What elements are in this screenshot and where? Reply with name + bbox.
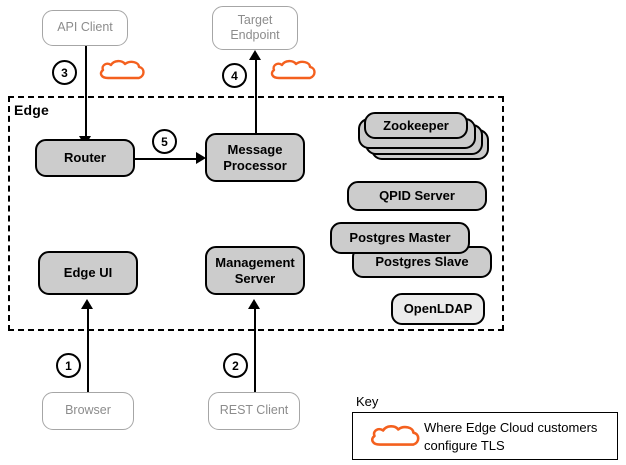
cloud-icon-legend (371, 425, 420, 446)
badge-step-2-label: 2 (232, 358, 239, 373)
arrowhead-management-server-in (248, 299, 260, 309)
badge-step-3-label: 3 (61, 65, 68, 80)
node-zookeeper-label: Zookeeper (383, 117, 449, 133)
node-browser[interactable]: Browser (42, 392, 134, 430)
arrowhead-edge-ui-in (81, 299, 93, 309)
badge-step-5-label: 5 (161, 134, 168, 149)
arrowhead-target-endpoint-in (249, 50, 261, 60)
key-legend-text: Where Edge Cloud customers configure TLS (424, 420, 598, 453)
node-router-label: Router (64, 150, 106, 166)
cloud-icon-step-4 (270, 59, 316, 80)
node-rest-client-label: REST Client (219, 403, 289, 418)
badge-step-2: 2 (223, 353, 248, 378)
node-target-endpoint-label: Target Endpoint (230, 12, 280, 42)
arrowhead-message-processor-in (196, 152, 206, 164)
badge-step-5: 5 (152, 129, 177, 154)
node-postgres-master-label: Postgres Master (349, 230, 451, 246)
node-edge-ui[interactable]: Edge UI (38, 251, 138, 295)
connector-rest-client-to-management-server (254, 306, 256, 392)
node-management-server-label: Management Server (215, 254, 295, 286)
node-zookeeper[interactable]: Zookeeper (364, 112, 468, 139)
node-qpid-server-label: QPID Server (379, 188, 455, 204)
key-box (352, 412, 618, 460)
node-message-processor-label: Message Processor (223, 141, 287, 173)
node-management-server[interactable]: Management Server (205, 246, 305, 295)
badge-step-1-label: 1 (65, 358, 72, 373)
node-router[interactable]: Router (35, 139, 135, 177)
cloud-icon-step-3 (99, 59, 145, 80)
node-rest-client[interactable]: REST Client (208, 392, 300, 430)
connector-message-processor-to-target-endpoint (255, 57, 257, 146)
node-postgres-master[interactable]: Postgres Master (330, 222, 470, 254)
node-target-endpoint[interactable]: Target Endpoint (212, 6, 298, 50)
node-openldap[interactable]: OpenLDAP (391, 293, 485, 325)
connector-router-to-message-processor (135, 158, 199, 160)
node-postgres-slave-label: Postgres Slave (375, 254, 469, 270)
edge-boundary-label: Edge (14, 102, 50, 118)
node-browser-label: Browser (65, 403, 111, 418)
key-title: Key (356, 394, 379, 409)
badge-step-3: 3 (52, 60, 77, 85)
badge-step-1: 1 (56, 353, 81, 378)
node-api-client[interactable]: API Client (42, 10, 128, 46)
node-openldap-label: OpenLDAP (403, 301, 473, 317)
connector-browser-to-edge-ui (87, 306, 89, 392)
node-edge-ui-label: Edge UI (63, 265, 113, 281)
node-message-processor[interactable]: Message Processor (205, 133, 305, 182)
node-api-client-label: API Client (57, 20, 113, 35)
node-qpid-server[interactable]: QPID Server (347, 181, 487, 211)
badge-step-4: 4 (222, 63, 247, 88)
connector-api-client-to-router (85, 46, 87, 146)
badge-step-4-label: 4 (231, 68, 238, 83)
